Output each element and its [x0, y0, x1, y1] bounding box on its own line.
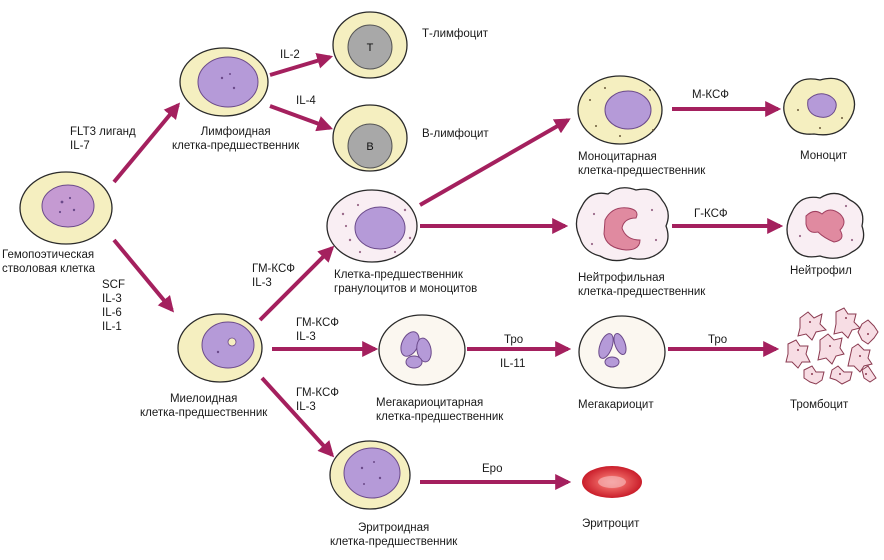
neutrophil-cell — [786, 192, 865, 259]
b-cell-mark: B — [366, 141, 373, 153]
hsc-cell — [19, 171, 113, 245]
cytokine-gcsf: Г-КСФ — [694, 208, 728, 220]
label-erythrocyte: Эритроцит — [582, 518, 640, 530]
lymphoid-progenitor-cell — [179, 47, 269, 117]
label-t-cell: Т-лимфоцит — [422, 28, 489, 40]
label-monocyte: Моноцит — [800, 150, 848, 162]
label-neutrophil: Нейтрофил — [790, 265, 852, 277]
cytokine-gm1: ГМ-КСФ IL-3 — [252, 263, 295, 289]
mk-progenitor-cell — [378, 314, 466, 386]
arrow-lymphoid-to-b — [269, 104, 334, 132]
arrow-lymphoid-to-t — [269, 53, 334, 77]
arrow-myeloid-to-gm — [258, 245, 335, 322]
erythrocyte-cell — [582, 466, 642, 498]
neutro-progenitor-cell — [575, 187, 669, 262]
megakaryocyte-cell — [578, 315, 666, 389]
platelet-granules — [797, 317, 869, 375]
platelet-cluster — [785, 307, 879, 385]
cytokine-il11: IL-11 — [500, 358, 526, 370]
label-myeloid: Миелоидная клетка-предшественник — [140, 393, 268, 419]
gm-progenitor-cell — [326, 189, 418, 263]
label-mk-progenitor: Мегакариоцитарная клетка-предшественник — [376, 397, 504, 423]
label-mono-progenitor: Моноцитарная клетка-предшественник — [578, 151, 706, 177]
cytokine-tpo1: Тро — [504, 334, 524, 346]
cytokine-epo: Еро — [482, 463, 503, 475]
cytokine-mcsf: М-КСФ — [692, 89, 730, 101]
label-megakaryocyte: Мегакариоцит — [578, 399, 654, 411]
label-hsc: Гемопоэтическая стволовая клетка — [2, 249, 96, 275]
label-b-cell: В-лимфоцит — [422, 128, 489, 140]
mono-progenitor-cell — [577, 75, 663, 145]
label-platelet: Тромбоцит — [790, 399, 849, 411]
cytokine-gm3: ГМ-КСФ IL-3 — [296, 387, 339, 413]
label-neutro-progenitor: Нейтрофильная клетка-предшественник — [578, 272, 706, 298]
arrow-hsc-to-myeloid — [112, 238, 175, 313]
t-lymphocyte-cell: T — [332, 11, 408, 79]
cytokine-il2: IL-2 — [280, 49, 300, 61]
label-gm-progenitor: Клетка-предшественник гранулоцитов и мон… — [334, 269, 478, 295]
arrow-myeloid-to-erythroid — [260, 376, 335, 458]
label-lymphoid: Лимфоидная клетка-предшественник — [172, 126, 300, 152]
b-lymphocyte-cell: B — [332, 104, 408, 172]
arrow-gm-to-mono — [419, 118, 571, 207]
erythroid-progenitor-cell — [329, 440, 411, 510]
arrow-hsc-to-lymphoid — [112, 102, 181, 184]
label-erythroid: Эритроидная клетка-предшественник — [330, 522, 458, 548]
cytokine-gm2: ГМ-КСФ IL-3 — [296, 317, 339, 343]
cytokine-il4: IL-4 — [296, 95, 316, 107]
t-cell-mark: T — [367, 42, 374, 54]
monocyte-cell — [783, 77, 856, 136]
myeloid-progenitor-cell — [177, 313, 263, 383]
cytokine-scf: SCF IL-3 IL-6 IL-1 — [102, 279, 125, 333]
arrows — [112, 53, 784, 490]
cytokine-tpo2: Тро — [708, 334, 728, 346]
cytokine-flt3: FLT3 лиганд IL-7 — [70, 126, 136, 152]
